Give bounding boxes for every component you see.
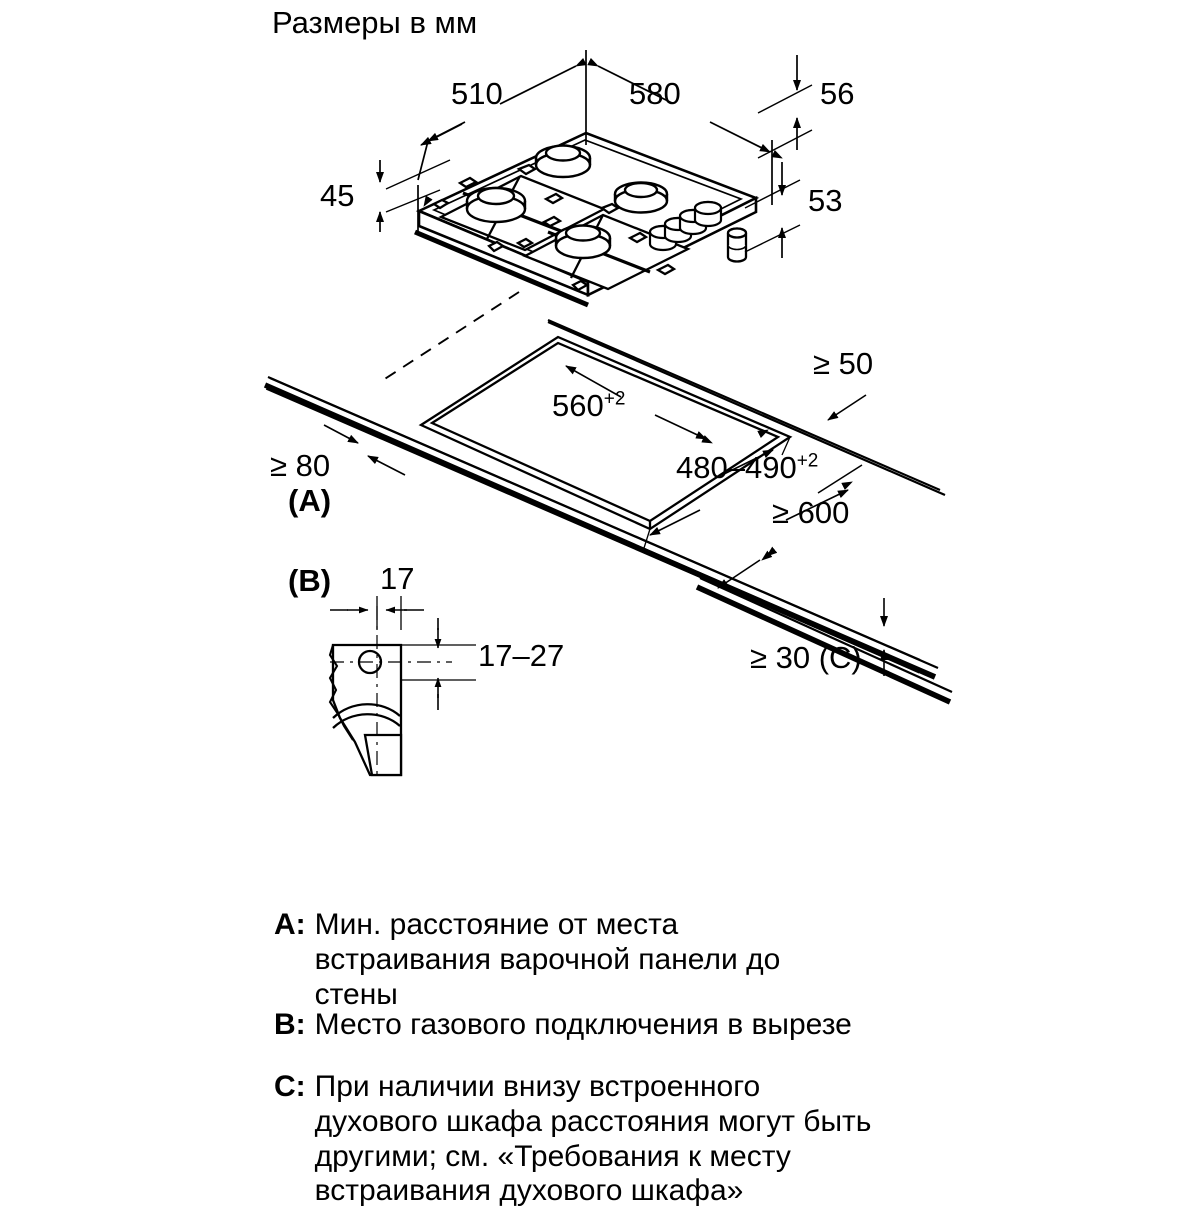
bracket-detail [328, 606, 452, 777]
dim-label-17: 17 [380, 561, 415, 596]
gas-connection-pipe [726, 227, 748, 263]
legend-c: C: При наличии внизу встроенного духовог… [274, 1070, 914, 1209]
dim-label-17-27: 17–27 [478, 638, 565, 673]
dim-label-53: 53 [808, 183, 843, 218]
dim-560-value: 560 [552, 388, 604, 423]
dim-label-56: 56 [820, 76, 855, 111]
dim-min-600 [717, 464, 863, 589]
dim-53 [744, 162, 801, 258]
dim-480-490-value: 480–490 [676, 450, 797, 485]
dim-560 [565, 365, 713, 444]
legend-a-key: A: [274, 908, 306, 941]
legend-b-key: B: [274, 1008, 306, 1041]
dim-45 [376, 159, 451, 232]
dim-min-50 [827, 394, 867, 421]
worktop-cutout [418, 335, 793, 531]
dim-560-tolerance: +2 [603, 388, 626, 410]
hob-bottom-edge [414, 229, 589, 308]
dim-600-endtick [905, 440, 940, 460]
dim-17-27 [401, 618, 476, 710]
legend-c-text: При наличии внизу встроенного духового ш… [314, 1070, 872, 1208]
hob-burners [465, 144, 669, 260]
dim-480-490 [643, 429, 791, 549]
ref-label-a: (A) [288, 483, 332, 518]
dim-label-480-490: 480–490+2 [676, 452, 818, 483]
dim-label-min-30-c: ≥ 30 (C) [750, 640, 862, 675]
worktop-far-edge [547, 319, 941, 491]
page-title: Размеры в мм [272, 5, 478, 40]
hob-control-knobs [648, 200, 723, 252]
dim-label-510: 510 [451, 76, 503, 111]
dim-min-80 [323, 424, 406, 476]
legend-b: B: Место газового подключения в вырезе [274, 1008, 934, 1043]
dim-17 [330, 596, 424, 630]
legend-a-text: Мин. расстояние от места встраивания вар… [314, 908, 781, 1011]
legend-a: A: Мин. расстояние от места встраивания … [274, 908, 914, 1012]
worktop-slab [265, 320, 953, 705]
projection-dashed-line [379, 291, 520, 383]
dim-56 [757, 55, 813, 159]
dim-label-min-600: ≥ 600 [772, 495, 850, 530]
dim-510-lower [420, 123, 463, 146]
legend-c-key: C: [274, 1070, 306, 1103]
dim-label-min-80: ≥ 80 [270, 448, 331, 483]
legend-b-text: Место газового подключения в вырезе [314, 1008, 852, 1041]
dim-480-490-tolerance: +2 [796, 450, 819, 472]
dim-label-560: 560+2 [552, 390, 625, 421]
dim-label-580: 580 [629, 76, 681, 111]
dim-label-45: 45 [320, 178, 355, 213]
ref-label-b: (B) [288, 563, 332, 598]
dim-label-min-50: ≥ 50 [813, 346, 874, 381]
